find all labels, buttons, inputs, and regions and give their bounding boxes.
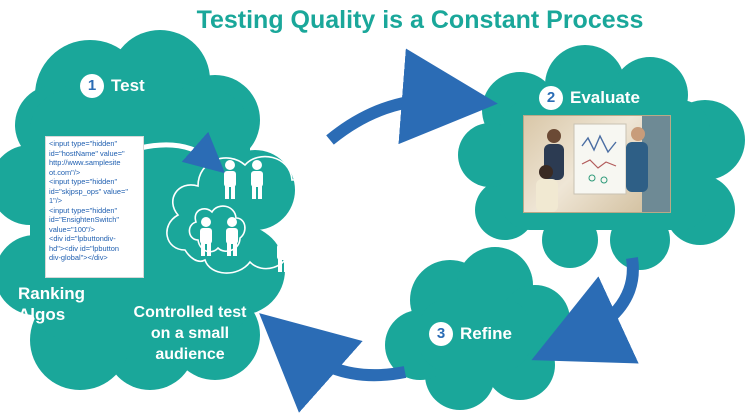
code-to-audience-arrow — [139, 131, 226, 174]
caption-line: on a small — [150, 325, 230, 342]
step-refine-label: 3 Refine — [429, 322, 512, 346]
code-line: id="EnsightenSwitch" — [49, 215, 119, 224]
ranking-label-line: Algos — [18, 305, 66, 324]
step-name: Refine — [460, 324, 512, 343]
person-silhouette — [626, 127, 648, 192]
code-line: hd"><div id="lpbutton — [49, 243, 119, 253]
step-name: Evaluate — [570, 88, 640, 107]
code-line: http://www.samplesite — [49, 158, 121, 167]
page-title: Testing Quality is a Constant Process — [196, 6, 644, 34]
code-line: <input type="hidden" — [49, 139, 118, 148]
person-silhouette — [536, 165, 558, 212]
step-evaluate-label: 2 Evaluate — [539, 86, 640, 110]
code-line: value="100"/> — [49, 224, 95, 234]
controlled-test-caption: Controlled test on a small audience — [110, 302, 270, 365]
arrow-refine-to-test — [259, 313, 407, 413]
step-number-badge: 2 — [539, 86, 563, 110]
step-number-badge: 3 — [429, 322, 453, 346]
person-icon — [251, 160, 263, 199]
step-number-badge: 1 — [80, 74, 104, 98]
arrow-evaluate-to-refine — [531, 257, 639, 364]
ranking-label-line: Ranking — [18, 284, 86, 303]
step-test-label: 1 Test — [80, 74, 145, 98]
person-icon — [277, 233, 289, 272]
ranking-algos-label: Ranking Algos — [18, 283, 85, 325]
code-line: 1"/> — [49, 196, 63, 205]
code-line: <input type="hidden" — [49, 205, 118, 215]
code-line: div-global"></div> — [49, 253, 108, 262]
person-icon — [224, 160, 236, 199]
team-at-whiteboard-photo — [524, 116, 670, 212]
step-name: Test — [111, 76, 145, 95]
code-line: ot.com"/> — [49, 167, 81, 177]
caption-line: audience — [155, 346, 225, 363]
photo-illustration — [536, 116, 670, 212]
person-icon — [226, 217, 238, 256]
audience-cloud — [166, 155, 315, 274]
code-line: id="hostName" value=" — [49, 148, 125, 158]
code-line: <div id="lpbuttondiv- — [49, 234, 116, 243]
code-line: <input type="hidden" — [49, 177, 118, 186]
arrow-test-to-evaluate — [326, 48, 498, 145]
code-line: id="skjpsp_ops" value=" — [49, 186, 128, 196]
person-icon — [200, 217, 212, 256]
people-group — [200, 160, 289, 272]
code-snippet-box: <input type="hidden" id="hostName" value… — [46, 137, 143, 277]
caption-line: Controlled test — [133, 304, 247, 321]
